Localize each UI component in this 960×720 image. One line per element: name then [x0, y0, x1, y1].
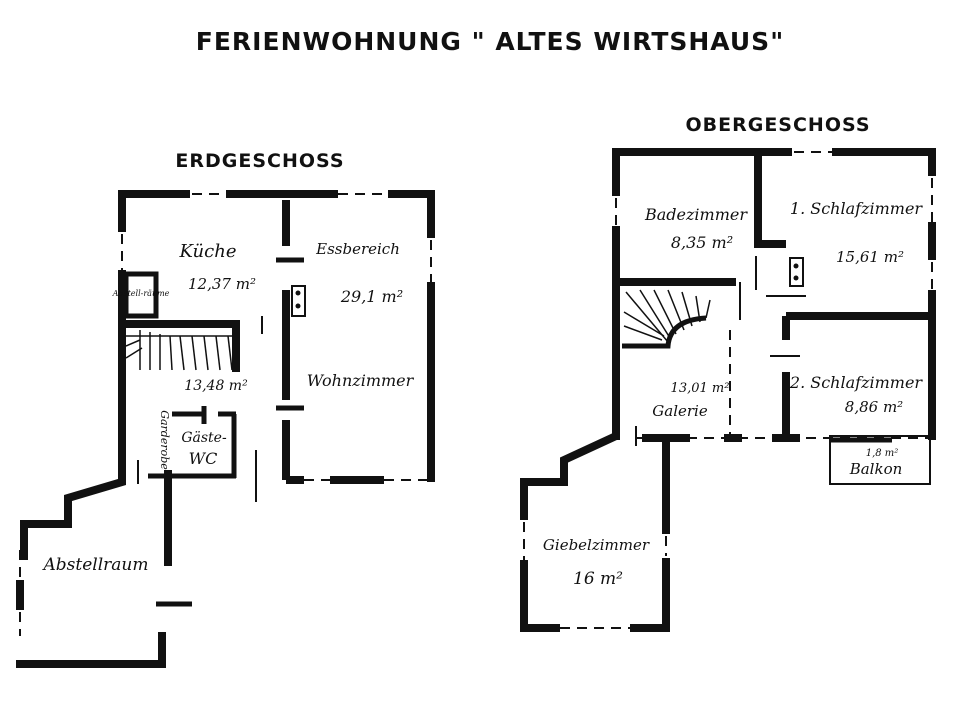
- living-room-label: Wohnzimmer: [307, 371, 415, 390]
- bedroom1-area: 15,61 m²: [836, 248, 904, 266]
- storage-room-label: Abstellraum: [42, 555, 149, 575]
- guest-wc-label-line2: WC: [189, 449, 218, 468]
- upper-floor-staircase: [622, 289, 711, 349]
- wardrobe-label: Garderobe: [158, 410, 171, 470]
- ground-floor-plan: ERDGESCHOSS Abstell-räume: [16, 150, 435, 668]
- upper-floor-plan: OBERGESCHOSS: [520, 114, 936, 632]
- living-area: 29,1 m²: [340, 287, 403, 306]
- gallery-area: 13,01 m²: [671, 381, 730, 396]
- ground-floor-staircase: [125, 330, 233, 371]
- kitchen-label: Küche: [179, 241, 237, 262]
- gable-room-label: Giebelzimmer: [543, 536, 650, 554]
- balcony-label: Balkon: [849, 460, 903, 478]
- bedroom2-label: 2. Schlafzimmer: [789, 373, 924, 392]
- gallery-label: Galerie: [652, 402, 708, 420]
- bathroom-label: Badezimmer: [644, 205, 748, 224]
- storage-closet-label: Abstell-räume: [112, 289, 170, 298]
- balcony-area: 1,8 m²: [866, 448, 899, 459]
- bathroom-area: 8,35 m²: [671, 233, 733, 252]
- bedroom2-area: 8,86 m²: [845, 398, 903, 416]
- gable-room-area: 16 m²: [573, 569, 623, 589]
- upper-floor-heading: OBERGESCHOSS: [685, 114, 870, 136]
- dining-label: Essbereich: [315, 240, 400, 258]
- kitchen-area: 12,37 m²: [188, 275, 256, 293]
- bedroom1-label: 1. Schlafzimmer: [790, 199, 924, 218]
- ground-floor-heading: ERDGESCHOSS: [175, 150, 344, 172]
- page-title: FERIENWOHNUNG " ALTES WIRTSHAUS": [196, 27, 784, 56]
- hall-area: 13,48 m²: [184, 378, 248, 394]
- guest-wc-label-line1: Gäste-: [181, 430, 227, 446]
